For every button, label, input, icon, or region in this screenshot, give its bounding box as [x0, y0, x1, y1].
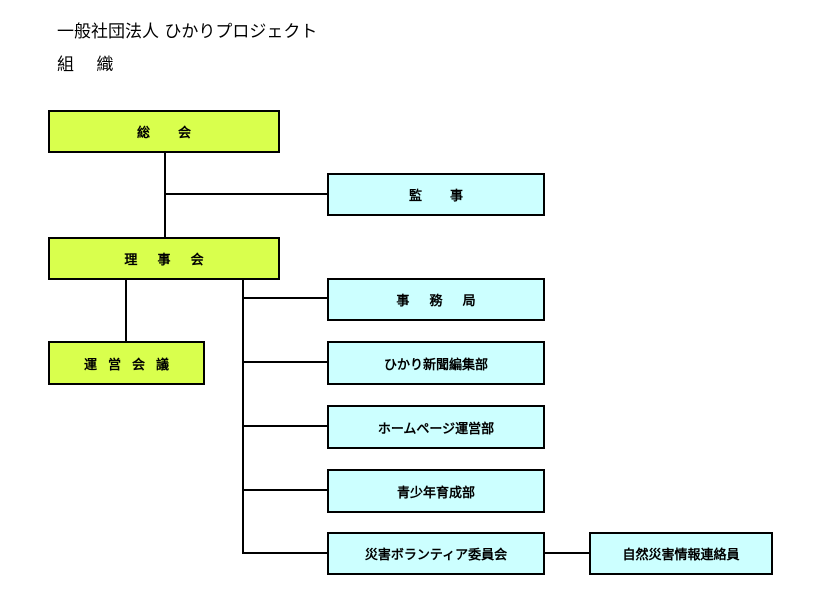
secretariat-box: 事 務 局 — [327, 278, 545, 321]
newspaper-editorial-box: ひかり新聞編集部 — [327, 341, 545, 385]
homepage-operations-box: ホームページ運営部 — [327, 405, 545, 449]
general-assembly-box: 総 会 — [48, 110, 280, 153]
connector-homepage — [242, 425, 328, 427]
organization-name: 一般社団法人 ひかりプロジェクト — [57, 22, 318, 42]
page-title: 組 織 — [57, 55, 122, 75]
connector-board-council — [125, 279, 127, 342]
disaster-volunteer-committee-box: 災害ボランティア委員会 — [327, 532, 545, 575]
management-council-box: 運 営 会 議 — [48, 341, 205, 385]
connector-auditor — [164, 193, 328, 195]
connector-newspaper — [242, 361, 328, 363]
connector-youth — [242, 489, 328, 491]
board-box: 理 事 会 — [48, 237, 280, 280]
natural-disaster-liaison-box: 自然災害情報連絡員 — [589, 532, 773, 575]
connector-disaster-liaison — [544, 552, 590, 554]
connector-secretariat — [242, 297, 328, 299]
youth-development-box: 青少年育成部 — [327, 469, 545, 513]
connector-board-departments — [242, 279, 244, 553]
connector-disaster-committee — [242, 552, 328, 554]
auditor-box: 監 事 — [327, 173, 545, 216]
